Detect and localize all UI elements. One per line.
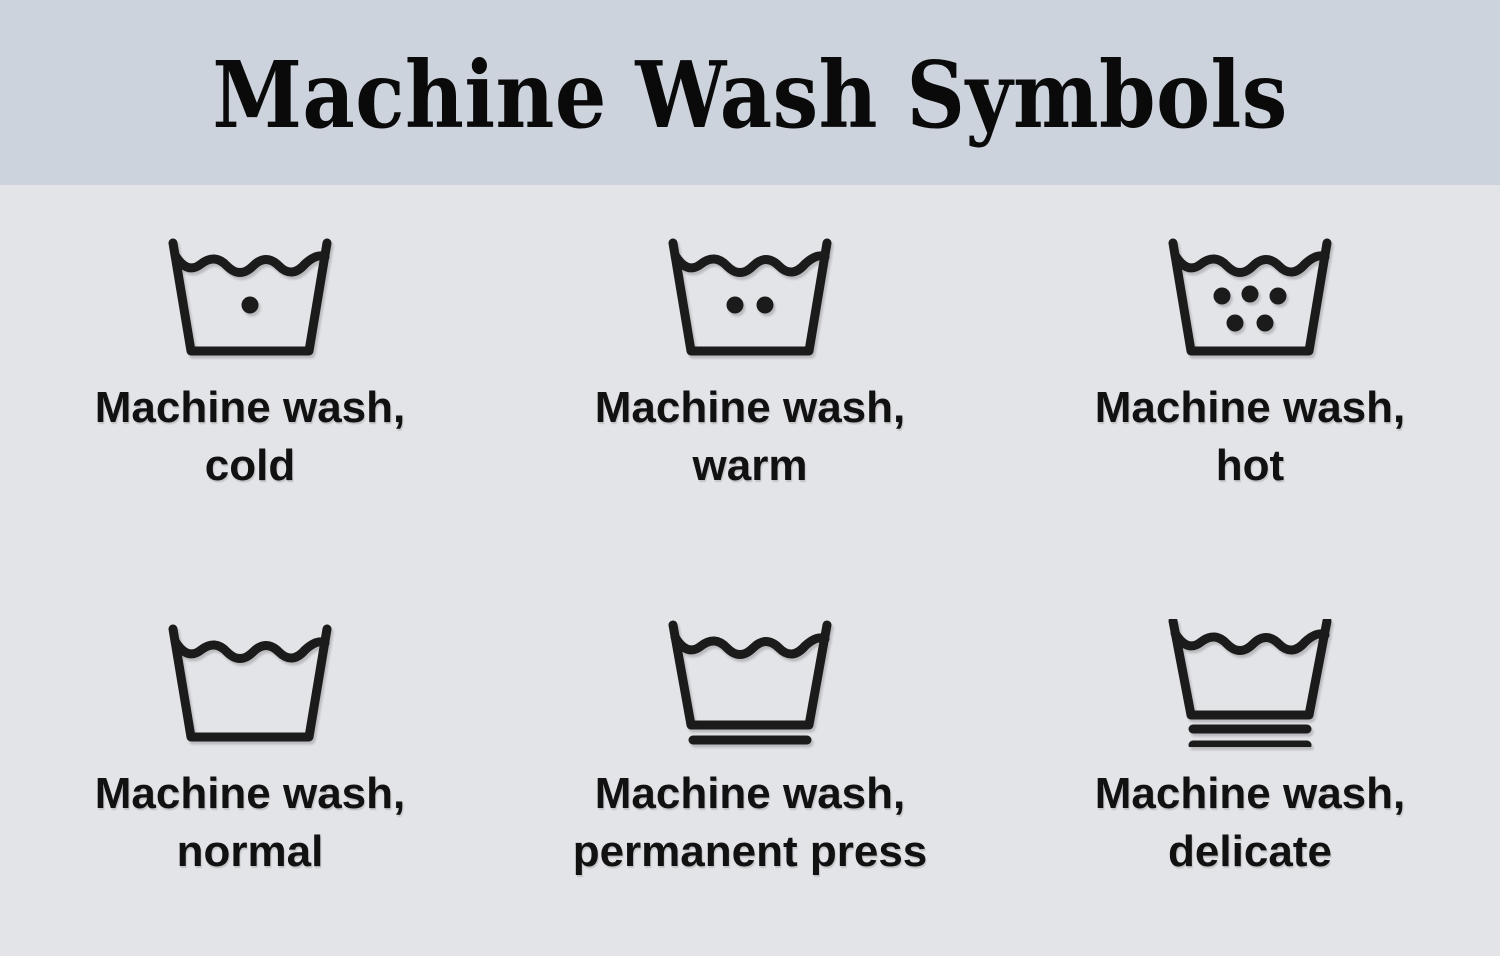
wash-basin-plain-icon [150,619,350,749]
symbols-grid: Machine wash, cold Machine wash, warm [0,185,1500,956]
symbol-card-permanent-press: Machine wash, permanent press [500,571,1000,881]
wash-basin-five-dots-icon [1150,233,1350,363]
symbol-card-delicate: Machine wash, delicate [1000,571,1500,881]
wash-basin-two-dots-icon [650,233,850,363]
page-title: Machine Wash Symbols [212,40,1288,149]
symbol-card-cold: Machine wash, cold [0,185,500,495]
symbol-label: Machine wash, permanent press [572,768,928,876]
wash-basin-one-dot-icon [150,233,350,363]
symbol-label: Machine wash, warm [594,383,906,491]
wash-basin-two-bars-icon [1150,618,1350,749]
symbol-label: Machine wash, normal [94,768,406,876]
symbol-card-warm: Machine wash, warm [500,185,1000,495]
symbol-label: Machine wash, delicate [1094,768,1406,876]
symbol-card-hot: Machine wash, hot [1000,185,1500,495]
symbol-label: Machine wash, hot [1094,383,1406,491]
symbol-label: Machine wash, cold [94,383,406,491]
wash-basin-one-bar-icon [650,619,850,749]
symbol-card-normal: Machine wash, normal [0,571,500,881]
header-band: Machine Wash Symbols [0,0,1500,185]
